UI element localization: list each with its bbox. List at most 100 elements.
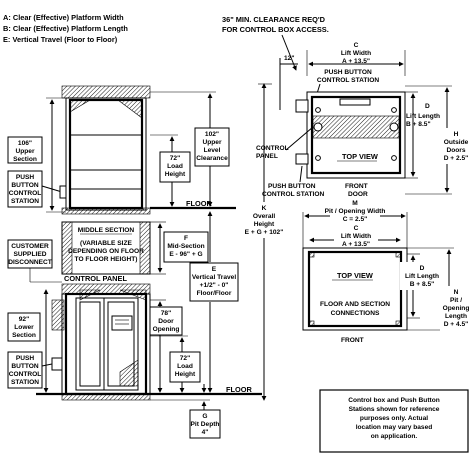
clearance-note: 36" MIN. CLEARANCE REQ'D FOR CONTROL BOX…	[222, 15, 329, 71]
dim-g-desc: Pit Depth	[191, 421, 220, 428]
push-button-upper-4: STATION	[11, 198, 39, 205]
note-box: Control box and Push Button Stations sho…	[319, 389, 469, 453]
dim-k-formula: E + G + 102"	[245, 229, 284, 236]
dim-e-line-1: Vertical Travel	[192, 274, 237, 281]
dim-c-top-desc: Lift Width	[341, 50, 371, 57]
dim-c-mid-letter: C	[354, 225, 359, 232]
dim-e-line-2: +1/2" - 0"	[200, 282, 229, 289]
note-line-2: Stations shown for reference	[349, 406, 440, 413]
dim-72-lower-value: 72"	[180, 355, 190, 362]
dim-72-upper-value: 72"	[170, 155, 180, 162]
dim-d-mid-desc: Lift Length	[405, 273, 439, 280]
lift-outline-top	[310, 95, 402, 175]
dim-72-lower-line-2: Height	[175, 371, 196, 378]
upper-header	[61, 85, 151, 99]
dim-d-top-letter: D	[425, 103, 430, 110]
dim-m-formula: C = 2.5"	[343, 216, 368, 223]
dim-102-line-1: Upper	[202, 139, 221, 146]
dim-c-top-formula: A + 13.5"	[342, 58, 370, 65]
dim-106-line-2: Section	[13, 156, 37, 163]
dim-f-formula: E - 96" + G	[169, 251, 202, 258]
dim-n-formula: D + 4.5"	[444, 321, 469, 328]
dim-h-formula: D + 2.5"	[444, 155, 469, 162]
push-button-upper-2: BUTTON	[11, 182, 39, 189]
top-view-lower: M Pit / Opening Width C = 2.5" C Lift Wi…	[302, 197, 473, 344]
dim-d-mid-letter: D	[420, 265, 425, 272]
dim-c-top-letter: C	[354, 42, 359, 49]
control-panel-box	[51, 299, 65, 331]
push-button-lower-1: PUSH	[16, 355, 35, 362]
legend-line-b: B: Clear (Effective) Platform Length	[3, 24, 128, 33]
dim-e-letter: E	[212, 266, 217, 273]
dim-106-line-1: Upper	[15, 148, 34, 155]
dim-m-letter: M	[352, 200, 358, 207]
dim-92-line-1: Lower	[14, 324, 34, 331]
dim-78-value: 78"	[161, 310, 171, 317]
dim-78-line-1: Door	[158, 318, 174, 325]
front-door-1: FRONT	[345, 183, 368, 190]
dim-72-lower-line-1: Load	[177, 363, 193, 370]
dim-m-desc: Pit / Opening Width	[325, 208, 386, 215]
dim-e-line-3: Floor/Floor	[197, 290, 232, 297]
dim-102-line-2: Level	[204, 147, 221, 154]
dim-102-value: 102"	[205, 131, 219, 138]
floor-section-1: FLOOR AND SECTION	[320, 301, 390, 308]
dim-n-line-2: Opening	[443, 305, 470, 312]
side-elevation: 106" Upper Section PUSH BUTTON CONTROL S…	[7, 85, 262, 439]
dim-106-value: 106"	[18, 140, 32, 147]
dim-h-letter: H	[454, 131, 459, 138]
clearance-note-line-2: FOR CONTROL BOX ACCESS.	[222, 25, 329, 34]
push-button-station-bottom	[295, 153, 309, 165]
middle-section-note-2: DEPENDING ON FLOOR	[68, 248, 144, 255]
note-line-4: location may vary based	[356, 424, 433, 431]
customer-disconnect-1: CUSTOMER	[11, 243, 49, 250]
push-button-bottom-2: CONTROL STATION	[262, 191, 325, 198]
door-window-panel	[111, 315, 133, 331]
dim-h-line-1: Outside	[444, 139, 469, 146]
dim-f-desc: Mid-Section	[167, 243, 204, 250]
push-button-upper-1: PUSH	[16, 174, 35, 181]
note-line-3: purposes only. Actual	[360, 415, 428, 422]
dim-n-line-3: Length	[445, 313, 467, 320]
control-panel-left-label: CONTROL PANEL	[64, 274, 127, 283]
dim-n-letter: N	[454, 289, 459, 296]
front-door-2: DOOR	[348, 191, 368, 198]
middle-section-title: MIDDLE SECTION	[78, 227, 135, 234]
middle-section-note-1: (VARIABLE SIZE	[80, 240, 132, 247]
legend: A: Clear (Effective) Platform Width B: C…	[3, 13, 128, 44]
dim-12-label: 12"	[284, 55, 294, 62]
customer-disconnect-3: DISCONNECT	[8, 259, 52, 266]
dim-d-top-desc: Lift Length	[406, 113, 440, 120]
dim-92-value: 92"	[19, 316, 29, 323]
control-panel-right-2: PANEL	[256, 153, 278, 160]
push-button-lower-4: STATION	[11, 379, 39, 386]
dim-h-line-2: Doors	[446, 147, 465, 154]
front-label: FRONT	[341, 337, 364, 344]
pit	[61, 393, 151, 401]
dim-f-letter: F	[184, 235, 188, 242]
dim-92-line-2: Section	[12, 332, 36, 339]
upper-section	[65, 97, 147, 211]
legend-line-e: E: Vertical Travel (Floor to Floor)	[3, 35, 118, 44]
legend-line-a: A: Clear (Effective) Platform Width	[3, 13, 124, 22]
clearance-note-line-1: 36" MIN. CLEARANCE REQ'D	[222, 15, 326, 24]
dim-n-line-1: Pit /	[450, 297, 462, 304]
dim-c-mid-desc: Lift Width	[341, 233, 371, 240]
dim-k-group: K Overall Height E + G + 102"	[245, 83, 284, 401]
dim-g-letter: G	[202, 413, 207, 420]
dim-k-letter: K	[262, 205, 267, 212]
dim-102-line-3: Clearance	[196, 155, 228, 162]
dim-78-line-2: Opening	[153, 326, 180, 333]
push-button-lower-3: CONTROL	[9, 371, 42, 378]
dim-c-mid-formula: A + 13.5"	[342, 241, 370, 248]
note-line-5: on application.	[371, 433, 418, 440]
top-view-1-label: TOP VIEW	[342, 152, 378, 161]
push-button-top-2: CONTROL STATION	[317, 77, 380, 84]
floor-upper-label: FLOOR	[186, 199, 213, 208]
top-view-upper: 12" C Lift Width A + 13.5" PUSH BUTTON C…	[256, 42, 473, 198]
top-view-2-label: TOP VIEW	[337, 271, 373, 280]
control-panel-top	[312, 115, 400, 139]
note-line-1: Control box and Push Button	[348, 397, 440, 404]
dim-d-top-formula: B + 8.5"	[406, 121, 431, 128]
